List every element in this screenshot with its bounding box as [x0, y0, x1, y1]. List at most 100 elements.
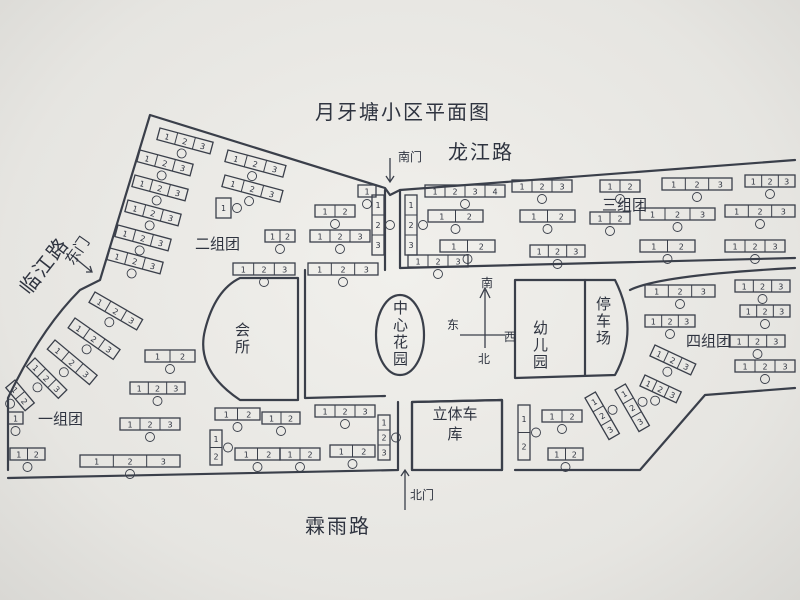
- building-outline: [371, 194, 385, 256]
- building-number-marker: [752, 349, 763, 359]
- building-outline: [407, 254, 469, 268]
- building-number-marker: [385, 220, 395, 230]
- unit-label: 3: [364, 266, 369, 275]
- clubhouse-outline: [202, 276, 300, 402]
- unit-label: 1: [221, 204, 226, 213]
- unit-label: 3: [362, 408, 367, 417]
- unit-label: 2: [569, 413, 574, 422]
- building-number-marker: [391, 432, 401, 443]
- unit-label: 2: [656, 385, 664, 395]
- unit-label: 3: [167, 214, 174, 224]
- building-outline: [307, 262, 379, 276]
- building-number-marker: [460, 199, 470, 209]
- southeast-edge: [513, 386, 797, 472]
- building-number-marker: [125, 469, 135, 479]
- building-block: 12: [209, 429, 233, 466]
- building-block: 123: [88, 291, 144, 331]
- unit-label: 2: [266, 451, 271, 460]
- building-block: 12: [517, 404, 541, 461]
- building-outline: [46, 339, 99, 386]
- building-block: 123: [371, 194, 395, 256]
- unit-label: 2: [89, 334, 98, 344]
- unit-label: 2: [156, 184, 163, 194]
- building-number-marker: [757, 294, 768, 304]
- unit-label: 3: [268, 190, 275, 200]
- unit-label: 2: [467, 213, 472, 222]
- building-outline: [357, 184, 377, 198]
- building-block: 1: [7, 411, 24, 436]
- kindergarten-edge: [513, 278, 629, 380]
- unit-label: 3: [781, 208, 786, 217]
- building-number-marker: [126, 268, 137, 279]
- unit-label: 1: [131, 204, 138, 214]
- unit-label: 2: [139, 234, 146, 244]
- building-number-marker: [165, 364, 175, 374]
- unit-label: 3: [174, 189, 181, 199]
- unit-divider: [104, 300, 112, 312]
- building-block: 123: [649, 344, 697, 377]
- building-number-marker: [295, 462, 305, 472]
- building-number-marker: [692, 192, 702, 202]
- building-number-marker: [662, 366, 673, 377]
- building-number-marker: [176, 148, 187, 159]
- unit-label: 1: [607, 183, 612, 192]
- building-number-marker: [275, 244, 285, 254]
- building-outline: [106, 247, 164, 275]
- unit-label: 2: [342, 408, 347, 417]
- unit-label: 2: [337, 233, 342, 242]
- unit-label: 1: [30, 363, 40, 373]
- unit-label: 1: [270, 233, 275, 242]
- building-block: 12: [4, 379, 36, 412]
- unit-label: 2: [381, 434, 386, 443]
- building-outline: [131, 174, 189, 202]
- unit-label: 1: [143, 154, 150, 164]
- building-number-marker: [335, 244, 345, 254]
- gate-label-south: 南门: [398, 150, 423, 164]
- unit-divider: [663, 351, 670, 363]
- building-outline: [7, 411, 24, 425]
- unit-label: 2: [762, 363, 767, 372]
- building-number-marker: [607, 404, 618, 415]
- building-number-marker: [552, 259, 563, 269]
- unit-label: 1: [549, 413, 554, 422]
- unit-divider: [120, 310, 128, 321]
- unit-label: 3: [282, 266, 287, 275]
- unit-label: 3: [179, 164, 186, 174]
- unit-label: 1: [16, 451, 21, 460]
- building-number-marker: [605, 226, 615, 236]
- unit-divider: [149, 179, 154, 192]
- building-number-marker: [156, 170, 167, 181]
- unit-label: 2: [261, 266, 266, 275]
- unit-label: 2: [288, 415, 293, 424]
- unit-label: 2: [521, 442, 526, 451]
- building-outline: [314, 404, 376, 418]
- unit-label: 1: [317, 266, 322, 275]
- south-edge: [6, 400, 400, 480]
- unit-label: 1: [671, 181, 676, 190]
- building-outline: [309, 229, 371, 243]
- map-title: 月牙塘小区平面图: [315, 100, 491, 124]
- building-outline: [529, 244, 586, 258]
- unit-label: 3: [127, 316, 136, 326]
- unit-label: 2: [668, 356, 676, 366]
- unit-label: 2: [127, 458, 132, 467]
- unit-label: 2: [617, 215, 622, 224]
- building-block: 1: [357, 184, 377, 209]
- unit-label: 1: [95, 297, 104, 307]
- unit-label: 1: [269, 415, 274, 424]
- unit-label: 2: [479, 243, 484, 252]
- building-number-marker: [750, 254, 760, 264]
- unit-label: 3: [559, 183, 564, 192]
